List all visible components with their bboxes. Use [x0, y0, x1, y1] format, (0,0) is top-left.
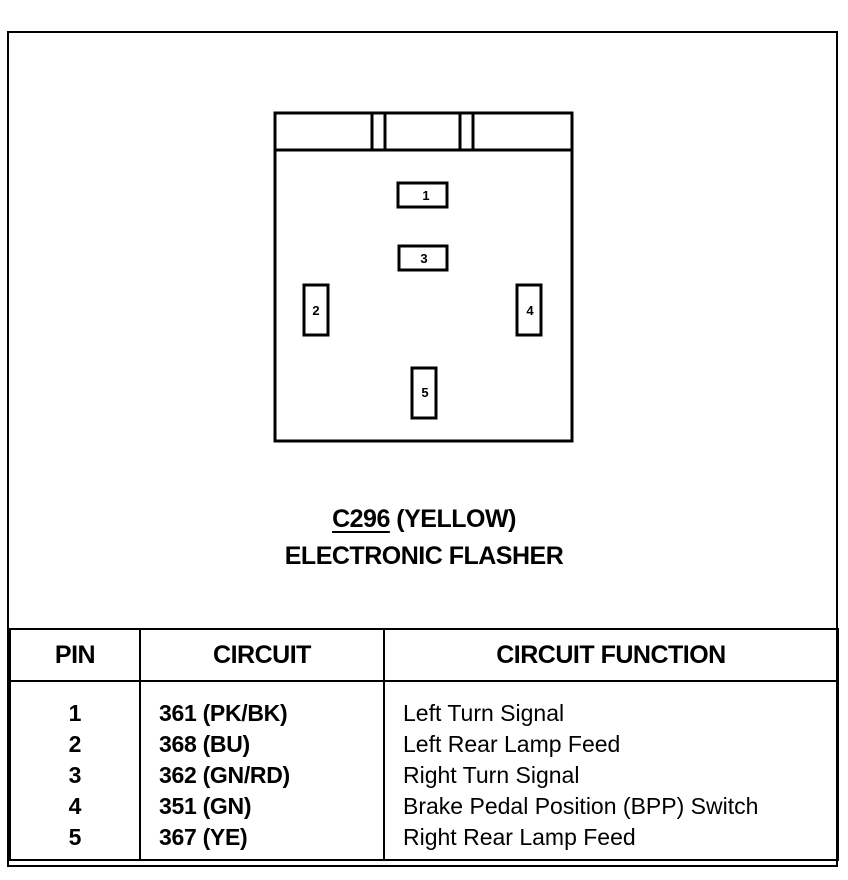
cavity-3	[397, 244, 449, 272]
cavity-1	[396, 181, 449, 209]
diagram-frame	[7, 31, 838, 867]
circuit-function: Left Turn Signal	[383, 681, 839, 729]
cavity-5	[410, 366, 438, 420]
table-row: 3 362 (GN/RD) Right Turn Signal	[9, 760, 839, 791]
circuit-code: 368 (BU)	[139, 729, 385, 760]
table-row: 1 361 (PK/BK) Left Turn Signal	[9, 681, 839, 729]
cavity-2	[302, 283, 330, 337]
pin-number: 5	[9, 822, 141, 861]
connector-color: (YELLOW)	[389, 505, 516, 533]
cavity-4	[515, 283, 543, 337]
cavity-label-1: 1	[422, 188, 429, 203]
header-pin: PIN	[9, 628, 141, 682]
circuit-code: 367 (YE)	[139, 822, 385, 861]
connector-id: C296	[332, 505, 390, 533]
table-header-row: PIN CIRCUIT CIRCUIT FUNCTION	[9, 628, 839, 682]
pin-number: 3	[9, 760, 141, 791]
circuit-function: Left Rear Lamp Feed	[383, 729, 839, 760]
header-function: CIRCUIT FUNCTION	[383, 628, 839, 682]
circuit-code: 351 (GN)	[139, 791, 385, 822]
pin-number: 2	[9, 729, 141, 760]
pin-number: 4	[9, 791, 141, 822]
cavity-label-5: 5	[421, 385, 428, 400]
cavity-label-3: 3	[420, 251, 427, 266]
circuit-code: 362 (GN/RD)	[139, 760, 385, 791]
circuit-code: 361 (PK/BK)	[139, 681, 385, 729]
connector-body	[273, 111, 574, 443]
table-row: 5 367 (YE) Right Rear Lamp Feed	[9, 822, 839, 861]
circuit-function: Right Rear Lamp Feed	[383, 822, 839, 861]
pin-number: 1	[9, 681, 141, 729]
circuit-function: Right Turn Signal	[383, 760, 839, 791]
cavity-label-4: 4	[526, 303, 534, 318]
table-row: 2 368 (BU) Left Rear Lamp Feed	[9, 729, 839, 760]
pinout-table: PIN CIRCUIT CIRCUIT FUNCTION 1 361 (PK/B…	[9, 628, 839, 861]
header-circuit: CIRCUIT	[139, 628, 385, 682]
circuit-function: Brake Pedal Position (BPP) Switch	[383, 791, 839, 822]
connector-title: C296 (YELLOW)	[0, 505, 848, 534]
connector-diagram: 1 3 2 4 5	[273, 111, 574, 443]
cavity-label-2: 2	[312, 303, 319, 318]
table-row: 4 351 (GN) Brake Pedal Position (BPP) Sw…	[9, 791, 839, 822]
connector-description: ELECTRONIC FLASHER	[284, 542, 564, 570]
